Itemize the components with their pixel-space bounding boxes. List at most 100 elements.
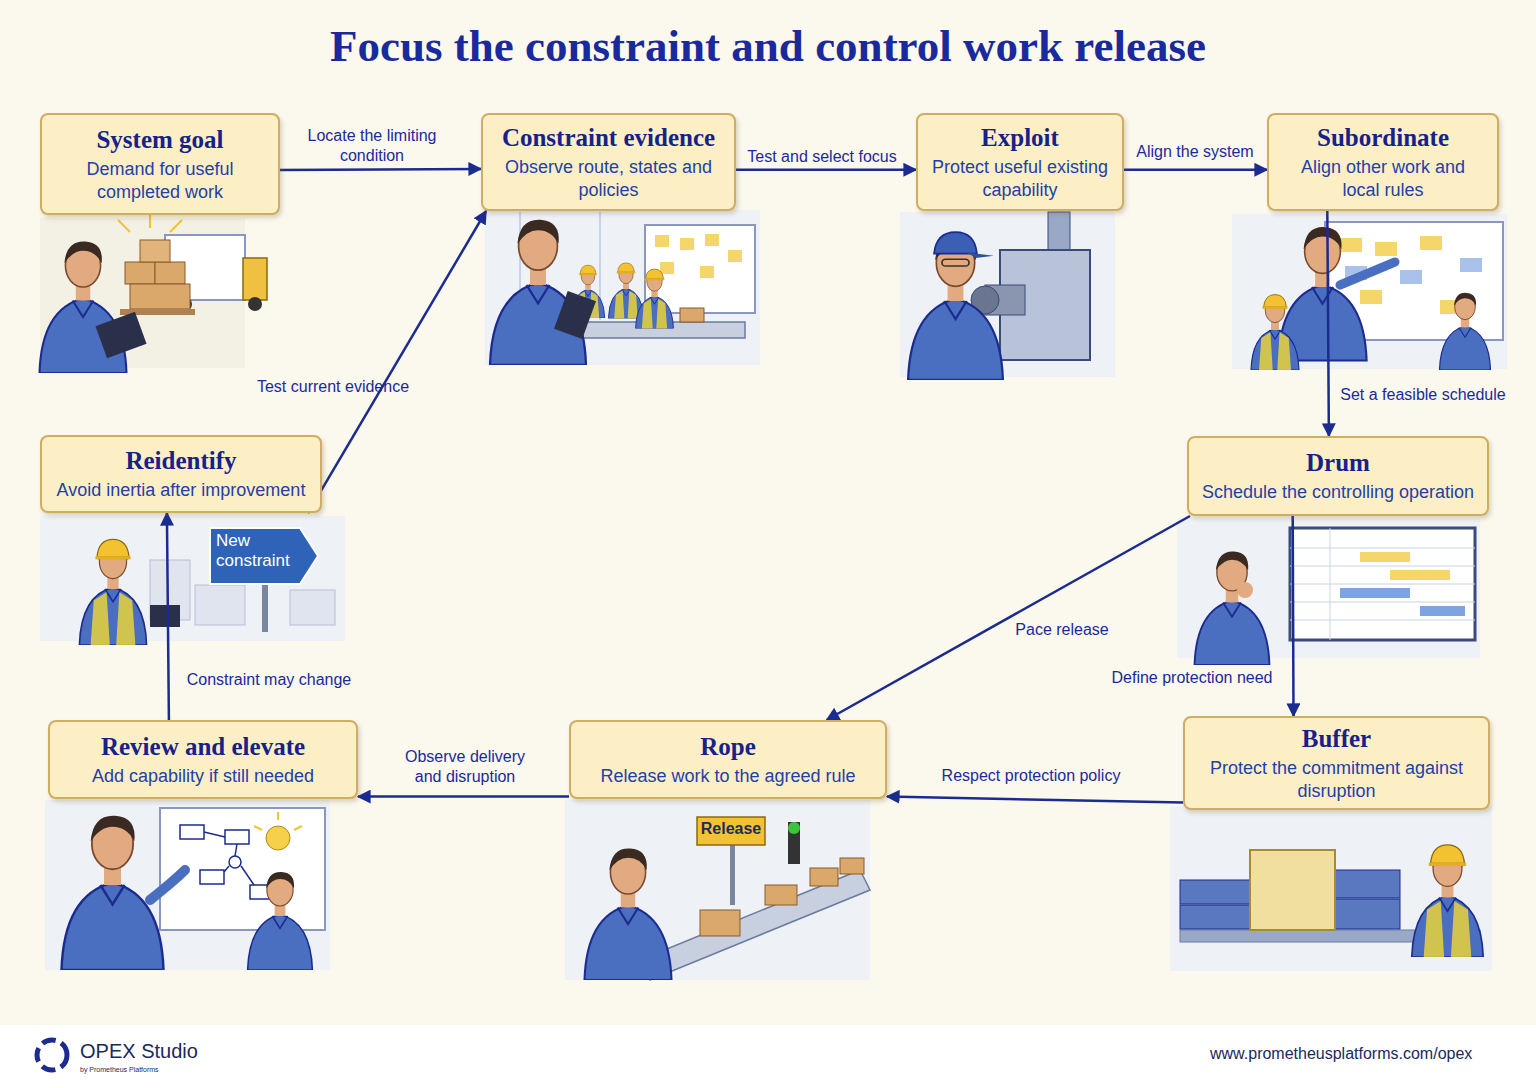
subordinate-illustration (1232, 214, 1507, 370)
process-box: SubordinateAlign other work and local ru… (1267, 113, 1499, 211)
review-illustration-part-part (204, 832, 254, 885)
evidence-illustration-part-part (680, 238, 694, 250)
subordinate-illustration-part-part (1375, 242, 1397, 256)
process-box: Review and elevateAdd capability if stil… (48, 720, 358, 799)
rope-illustration-part (700, 858, 864, 936)
flow-arrow (308, 211, 486, 513)
goal-illustration-part-part (118, 220, 130, 232)
evidence-illustration-part-part (700, 266, 714, 278)
evidence-illustration-part (636, 269, 674, 328)
goal-illustration-part (248, 297, 262, 311)
edge-label: Respect protection policy (942, 766, 1121, 786)
box-body: Align other work and local rules (1281, 156, 1485, 201)
subordinate-illustration-part (1340, 236, 1462, 314)
footer-band-part (0, 1025, 1536, 1088)
process-box: System goalDemand for useful completed w… (40, 113, 280, 215)
evidence-illustration-part (680, 308, 704, 322)
rope-illustration-part (788, 822, 800, 834)
goal-illustration-part (95, 312, 146, 358)
drum-illustration-part (1290, 528, 1475, 640)
drum-illustration-part (1420, 606, 1465, 616)
drum-illustration-part-part (1290, 566, 1475, 567)
footer-url: www.prometheusplatforms.com/opex (1210, 1045, 1472, 1063)
box-body: Observe route, states and policies (495, 156, 722, 201)
goal-illustration-part-part (170, 220, 182, 232)
review-illustration-part-part (225, 830, 249, 844)
diagram-title: Focus the constraint and control work re… (0, 20, 1536, 72)
drum-illustration-part-part (1290, 584, 1475, 585)
box-heading: Subordinate (1317, 123, 1449, 153)
process-box: Constraint evidenceObserve route, states… (481, 113, 736, 211)
goal-illustration-part (130, 284, 190, 309)
edge-label: Test current evidence (257, 377, 409, 397)
footer-band-part (37, 1040, 67, 1070)
exploit-illustration-part (1048, 212, 1070, 252)
review-illustration-part (62, 816, 164, 970)
box-heading: System goal (96, 125, 223, 155)
subordinate-illustration-part-part (1340, 238, 1362, 252)
reidentify-illustration-part (150, 605, 180, 627)
edge-label: Constraint may change (187, 670, 352, 690)
evidence-illustration-part (485, 210, 760, 365)
review-illustration-part-part (254, 826, 262, 830)
box-body: Protect useful existing capability (930, 156, 1110, 201)
process-box: BufferProtect the commitment against dis… (1183, 716, 1490, 810)
flow-arrow (358, 795, 569, 798)
brand-name: OPEX Studio (80, 1040, 198, 1063)
box-body: Release work to the agreed rule (600, 765, 855, 788)
buffer-illustration-part-part (1335, 899, 1400, 929)
box-body: Schedule the controlling operation (1202, 481, 1474, 504)
subordinate-illustration-part (1340, 262, 1395, 285)
evidence-illustration-part-part (728, 250, 742, 262)
buffer-illustration-part-part (1180, 905, 1250, 929)
process-box: ExploitProtect useful existing capabilit… (916, 113, 1124, 211)
edge-label: Set a feasible schedule (1340, 385, 1505, 405)
edge-label: Pace release (1015, 620, 1108, 640)
review-illustration-part (150, 870, 185, 900)
buffer-illustration-part (1170, 806, 1492, 971)
edge-label: Align the system (1136, 142, 1253, 162)
review-illustration-part (180, 825, 274, 899)
flow-arrow (1327, 211, 1329, 436)
review-illustration-part (248, 872, 313, 970)
box-body: Protect the commitment against disruptio… (1197, 757, 1476, 802)
buffer-illustration-part-part (1180, 880, 1250, 904)
evidence-illustration-part-part (705, 234, 719, 246)
rope-illustration-part (565, 800, 870, 980)
reidentify-illustration-part-part (290, 590, 335, 625)
box-heading: Buffer (1302, 724, 1371, 754)
review-illustration (45, 800, 330, 970)
reidentify-illustration (40, 516, 345, 645)
exploit-illustration-part (908, 232, 1003, 380)
evidence-illustration-part (554, 291, 596, 339)
box-body: Avoid inertia after improvement (57, 479, 306, 502)
sign-text: Release (697, 820, 765, 838)
rope-illustration-part-part (700, 910, 740, 936)
process-box: ReidentifyAvoid inertia after improvemen… (40, 435, 322, 513)
drum-illustration-part (1290, 528, 1475, 640)
box-heading: Constraint evidence (502, 123, 715, 153)
review-illustration-part-part (294, 826, 302, 830)
box-body: Demand for useful completed work (54, 158, 266, 203)
brand-tagline: by Prometheus Platforms (80, 1066, 159, 1073)
process-box: DrumSchedule the controlling operation (1187, 436, 1489, 516)
subordinate-illustration-part-part (1420, 236, 1442, 250)
evidence-illustration-part (655, 234, 742, 278)
rope-illustration-part (730, 845, 735, 905)
review-illustration-part (45, 800, 330, 970)
flow-arrow (280, 169, 481, 170)
subordinate-illustration-part (1440, 293, 1491, 370)
flow-arrow (887, 797, 1183, 803)
subordinate-illustration-part-part (1460, 258, 1482, 272)
rope-illustration-part (788, 822, 800, 864)
evidence-illustration-part (608, 263, 643, 318)
box-heading: Drum (1306, 448, 1370, 478)
rope-illustration (565, 800, 870, 980)
box-heading: Reidentify (125, 446, 236, 476)
subordinate-illustration-part-part (1400, 270, 1422, 284)
evidence-illustration-part (490, 220, 586, 365)
box-heading: Exploit (981, 123, 1059, 153)
drum-illustration-part (1237, 582, 1253, 598)
drum-illustration-part-part (1290, 620, 1475, 621)
